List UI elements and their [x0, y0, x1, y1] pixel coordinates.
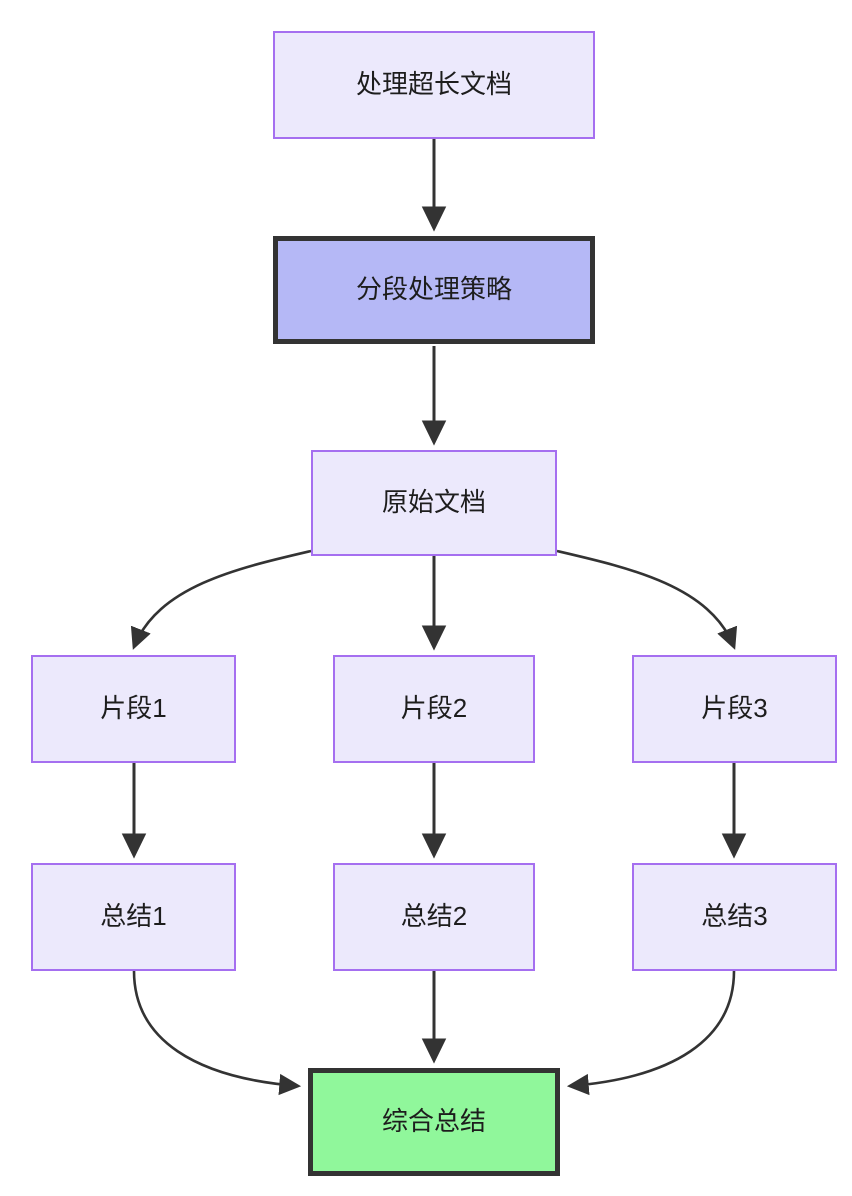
node-label: 片段1 — [100, 693, 167, 724]
node-label: 片段3 — [701, 693, 768, 724]
node-label: 原始文档 — [381, 487, 486, 518]
node-chunking-strategy[interactable]: 分段处理策略 — [273, 236, 595, 344]
node-summary-1[interactable]: 总结1 — [31, 863, 236, 971]
node-process-long-document[interactable]: 处理超长文档 — [273, 31, 595, 139]
node-label: 处理超长文档 — [355, 69, 512, 100]
node-label: 片段2 — [400, 693, 468, 724]
node-summary-2[interactable]: 总结2 — [333, 863, 535, 971]
edge-n7-n10 — [132, 970, 302, 1096]
node-final-summary[interactable]: 综合总结 — [308, 1068, 560, 1176]
node-label: 综合总结 — [381, 1106, 486, 1137]
node-label: 分段处理策略 — [355, 274, 512, 305]
node-original-document[interactable]: 原始文档 — [311, 450, 557, 556]
node-label: 总结3 — [701, 901, 768, 932]
node-fragment-3[interactable]: 片段3 — [632, 655, 837, 763]
node-label: 总结1 — [100, 901, 167, 932]
edge-n3-n6 — [556, 549, 738, 650]
node-summary-3[interactable]: 总结3 — [632, 863, 837, 971]
node-label: 总结2 — [400, 901, 468, 932]
edge-n3-n4 — [130, 549, 312, 650]
node-fragment-2[interactable]: 片段2 — [333, 655, 535, 763]
node-fragment-1[interactable]: 片段1 — [31, 655, 236, 763]
edge-n9-n10 — [566, 970, 736, 1096]
